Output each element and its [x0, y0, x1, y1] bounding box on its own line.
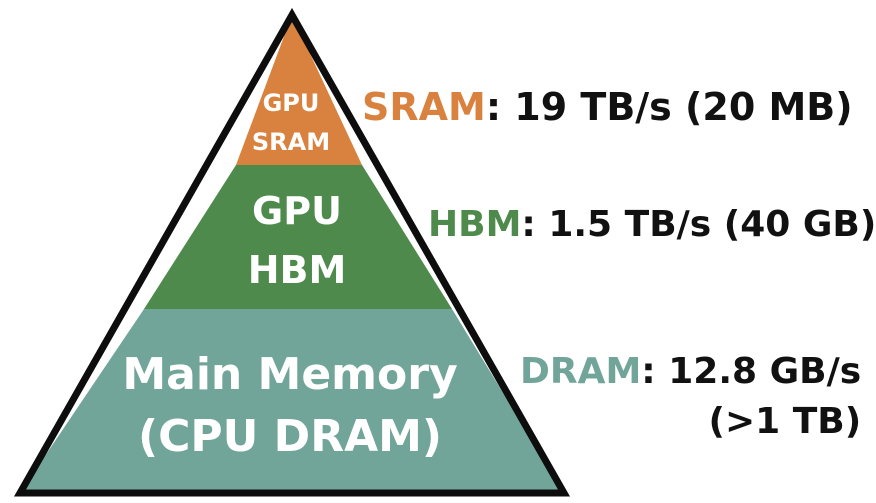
- pyramid-outline: [13, 7, 571, 497]
- pyramid-tier-dram: [20, 309, 564, 493]
- tier-hbm-line2: HBM: [248, 248, 347, 292]
- tier-dram-line2: (CPU DRAM): [138, 411, 442, 462]
- sram-bandwidth-label: SRAM: 19 TB/s (20 MB): [362, 88, 853, 126]
- hbm-bandwidth-label: HBM: 1.5 TB/s (40 GB): [428, 207, 876, 243]
- hbm-key: HBM: [428, 204, 522, 245]
- sram-key: SRAM: [362, 85, 486, 129]
- dram-key: DRAM: [520, 351, 642, 392]
- dram-value: : 12.8 GB/s: [641, 351, 862, 392]
- tier-hbm-line1: GPU: [252, 189, 342, 233]
- pyramid-tier-sram: [236, 15, 362, 165]
- pyramid-tier-hbm: [144, 165, 452, 309]
- dram-capacity: (>1 TB): [708, 401, 862, 442]
- tier-sram-line2: SRAM: [252, 128, 330, 156]
- tier-dram-line1: Main Memory: [122, 349, 457, 400]
- hbm-value: : 1.5 TB/s (40 GB): [521, 204, 876, 245]
- dram-bandwidth-label: DRAM: 12.8 GB/s (>1 TB): [520, 354, 861, 440]
- sram-value: : 19 TB/s (20 MB): [485, 85, 853, 129]
- tier-sram-line1: GPU: [263, 89, 320, 117]
